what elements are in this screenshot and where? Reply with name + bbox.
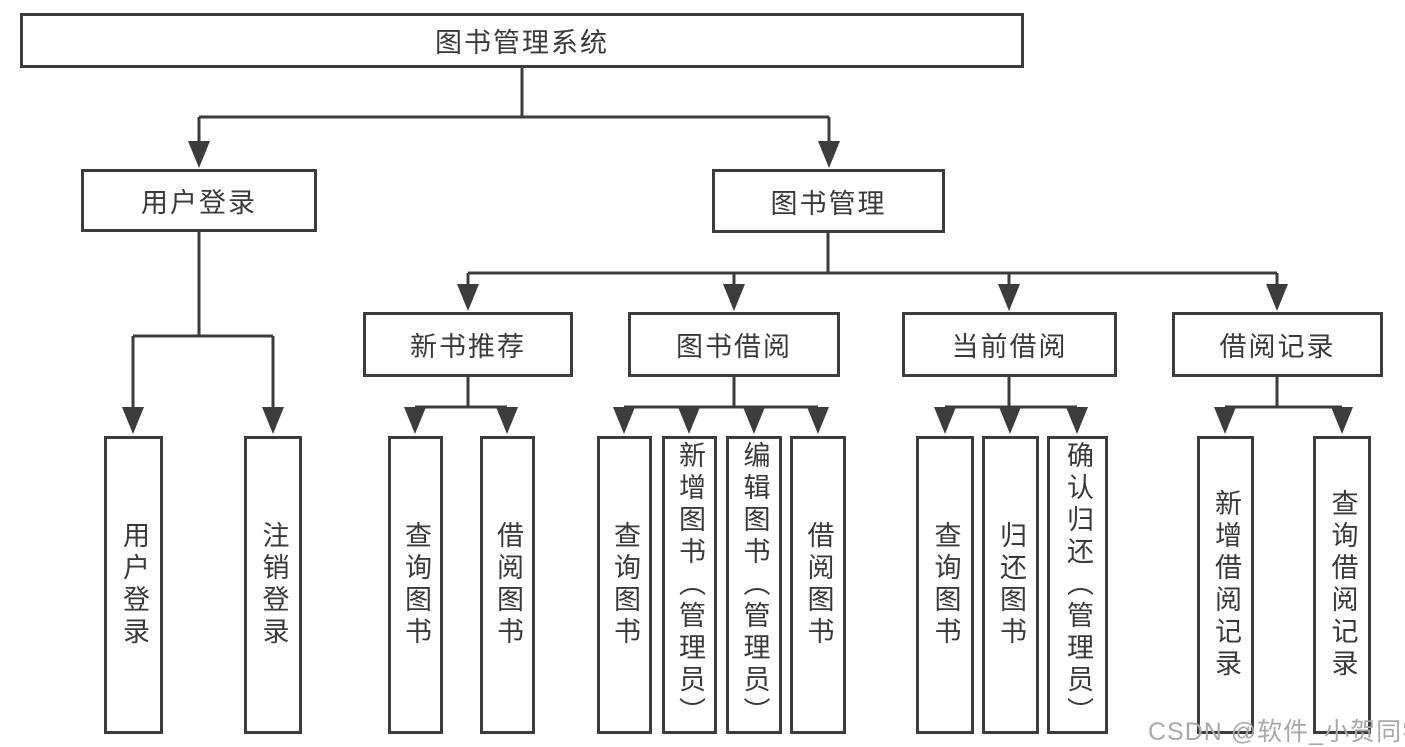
node-current-borrow-label: 当前借阅: [951, 332, 1068, 362]
leaf-query-books-recommend: 查询图书: [388, 436, 443, 734]
leaf-query-books-borrow-label: 查询图书: [610, 521, 640, 649]
leaf-edit-books-admin: 编辑图书（管理员）: [726, 436, 782, 734]
leaf-return-books: 归还图书: [982, 436, 1039, 734]
csdn-watermark: CSDN @软件_小贺同学: [1148, 718, 1405, 746]
leaf-add-books-admin: 新增图书（管理员）: [662, 436, 717, 734]
node-book-management-label: 图书管理: [770, 188, 887, 219]
node-current-borrow: 当前借阅: [902, 312, 1117, 377]
leaf-confirm-return-admin: 确认归还（管理员）: [1047, 436, 1108, 734]
leaf-query-borrow-record: 查询借阅记录: [1313, 436, 1371, 734]
leaf-query-borrow-record-label: 查询借阅记录: [1327, 489, 1358, 681]
leaf-logout-label: 注销登录: [258, 521, 289, 649]
node-borrow-records-label: 借阅记录: [1219, 332, 1336, 362]
leaf-query-books-current-label: 查询图书: [930, 521, 961, 649]
node-user-login-label: 用户登录: [141, 188, 257, 218]
leaf-edit-books-admin-label: 编辑图书（管理员）: [739, 441, 770, 729]
leaf-query-books-current: 查询图书: [916, 436, 974, 734]
node-user-login: 用户登录: [81, 169, 317, 232]
node-book-borrow: 图书借阅: [628, 312, 840, 377]
leaf-borrow-books: 借阅图书: [790, 436, 846, 734]
leaf-add-books-admin-label: 新增图书（管理员）: [675, 441, 705, 729]
leaf-logout: 注销登录: [244, 436, 302, 734]
leaf-borrow-books-label: 借阅图书: [803, 521, 834, 649]
leaf-query-books-borrow: 查询图书: [597, 436, 652, 734]
leaf-borrow-books-recommend-label: 借阅图书: [493, 521, 523, 649]
node-new-book-recommend: 新书推荐: [363, 312, 573, 377]
leaf-confirm-return-admin-label: 确认归还（管理员）: [1063, 441, 1093, 729]
node-new-book-recommend-label: 新书推荐: [410, 332, 526, 362]
node-book-borrow-label: 图书借阅: [676, 332, 792, 362]
node-book-management: 图书管理: [712, 169, 945, 233]
leaf-borrow-books-recommend: 借阅图书: [480, 436, 535, 734]
leaf-user-login: 用户登录: [104, 436, 163, 734]
leaf-user-login-label: 用户登录: [119, 521, 149, 649]
node-root-system: 图书管理系统: [20, 13, 1024, 68]
leaf-add-borrow-record: 新增借阅记录: [1197, 436, 1254, 734]
leaf-add-borrow-record-label: 新增借阅记录: [1211, 489, 1241, 681]
leaf-return-books-label: 归还图书: [996, 521, 1026, 649]
leaf-query-books-recommend-label: 查询图书: [401, 521, 431, 649]
node-borrow-records: 借阅记录: [1172, 312, 1383, 377]
node-root-label: 图书管理系统: [435, 28, 609, 58]
